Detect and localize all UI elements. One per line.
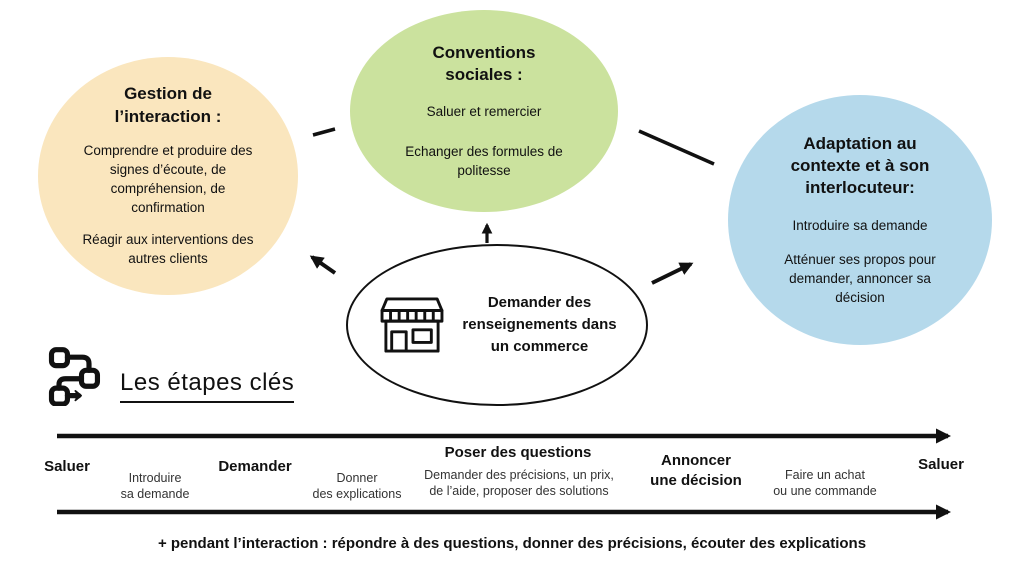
timeline-substep-precisions: Demander des précisions, un prix, de l’a… (424, 468, 614, 498)
arrow-center-to-adaptation (651, 262, 694, 285)
timeline-step-poser-questions: Poser des questions (444, 444, 592, 461)
bubble-gestion-text-1: Comprendre et produire des signes d’écou… (83, 142, 253, 216)
bubble-conventions-sociales: Conventions sociales : Saluer et remerci… (350, 10, 618, 212)
workflow-steps-icon (48, 347, 101, 406)
bubble-central-topic: Demander des renseignements dans un comm… (346, 244, 648, 406)
central-topic-title: Demander des renseignements dans un comm… (462, 294, 617, 355)
interaction-footnote: + pendant l’interaction : répondre à des… (157, 535, 867, 552)
timeline-step-saluer-1: Saluer (44, 458, 90, 475)
timeline-substep-introduire: Introduire sa demande (120, 471, 190, 501)
bubble-adaptation-text-2: Atténuer ses propos pour demander, annon… (784, 251, 936, 306)
bubble-conventions-text-1: Saluer et remercier (426, 104, 542, 120)
storefront-icon (380, 297, 444, 353)
timeline-step-annoncer-decision: Annoncer une décision (650, 452, 742, 489)
timeline-substep-faire-achat: Faire un achat ou une commande (773, 468, 877, 498)
bubble-gestion-text-2: Réagir aux interventions des autres clie… (82, 232, 254, 267)
bubble-adaptation-text-1: Introduire sa demande (792, 217, 928, 233)
bubble-adaptation-contexte: Adaptation au contexte et à son interloc… (728, 95, 992, 345)
link-conventions-adaptation (638, 129, 715, 166)
bubble-gestion-title: Gestion de l’interaction : (114, 84, 222, 126)
key-steps-heading: Les étapes clés (120, 369, 295, 403)
bubble-gestion-interaction: Gestion de l’interaction : Comprendre et… (38, 57, 298, 295)
bubble-adaptation-title: Adaptation au contexte et à son interloc… (790, 133, 930, 197)
timeline-step-demander: Demander (218, 458, 292, 475)
bubble-conventions-title: Conventions sociales : (432, 43, 536, 85)
arrow-center-to-interaction (309, 255, 337, 275)
timeline-substep-donner: Donner des explications (312, 471, 402, 501)
link-interaction-conventions (312, 127, 336, 137)
timeline-step-saluer-2: Saluer (918, 456, 964, 473)
bubble-conventions-text-2: Echanger des formules de politesse (405, 143, 563, 178)
